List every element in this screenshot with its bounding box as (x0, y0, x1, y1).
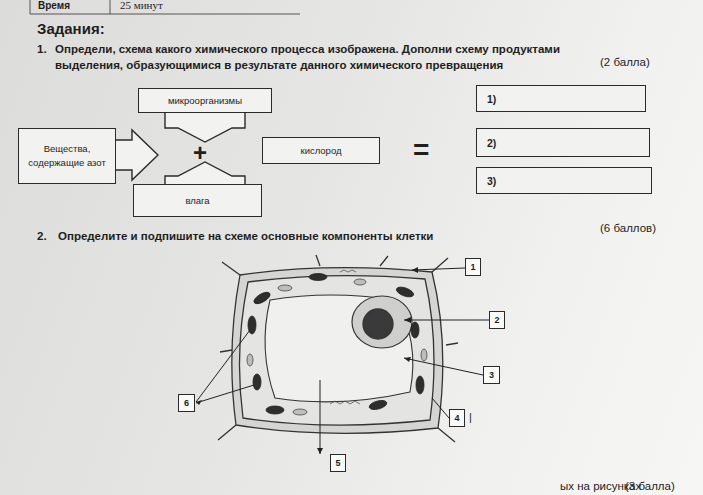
header-cell: Время (38, 0, 70, 11)
node-text: 1 (470, 262, 475, 272)
score: (6 баллов) (600, 222, 656, 234)
plus-sign: + (193, 139, 207, 167)
process-box: Вещества, содержащие азот (18, 128, 116, 184)
node-text: 6 (184, 398, 189, 408)
score: (2 балла) (600, 56, 650, 68)
mark: | (469, 411, 472, 423)
callout-number: 1 (465, 258, 481, 276)
node-text: 2) (487, 137, 496, 149)
process-box: влага (133, 184, 262, 217)
callout-number: 3 (483, 366, 500, 384)
node-text: Вещества, содержащие азот (19, 142, 115, 170)
score: (3 балла) (625, 480, 675, 492)
node-text: 5 (335, 458, 340, 468)
node-text: микроорганизмы (168, 95, 242, 106)
node-text: 4 (454, 413, 459, 423)
node-text: 1) (487, 93, 496, 105)
callout-number: 2 (489, 311, 505, 329)
callout-number: 5 (330, 454, 346, 472)
node-text: 3 (489, 370, 494, 380)
callout-number: 6 (178, 394, 195, 412)
answer-box: 1) (476, 85, 646, 112)
callout-number: 4 (449, 409, 465, 427)
answer-box: 3) (476, 167, 652, 194)
equals-sign: = (413, 134, 429, 166)
task-text: Определи, схема какого химического проце… (55, 41, 625, 73)
process-box: микроорганизмы (138, 88, 272, 113)
node-text: 2 (494, 315, 499, 325)
node-text: 3) (487, 175, 496, 187)
answer-box: 2) (476, 128, 650, 157)
heading: Задания: (37, 20, 105, 37)
task-number: 1. (37, 43, 47, 55)
time-value: 25 минут (120, 0, 163, 11)
task-number: 2. (37, 230, 47, 242)
process-box: кислород (262, 137, 380, 164)
node-text: кислород (300, 145, 341, 156)
task-text: Определите и подпишите на схеме основные… (58, 230, 433, 242)
node-text: влага (185, 195, 209, 206)
